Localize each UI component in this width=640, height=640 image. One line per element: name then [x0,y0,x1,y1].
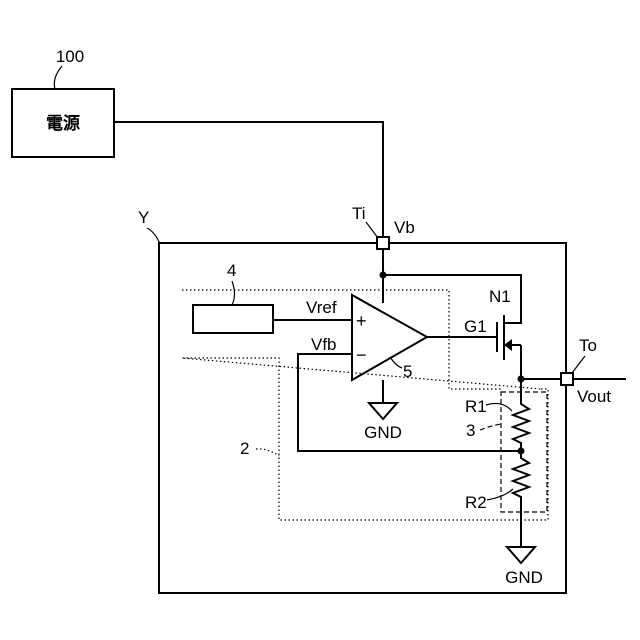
vref-label: Vref [306,298,337,317]
amplifier-leader [390,357,402,368]
reference-source-leader [232,281,235,305]
divider-ground-icon [507,547,535,563]
power-supply: 電源 100 [12,47,114,157]
resistor-r2: R2 [465,451,529,547]
vout-junction [518,376,525,383]
output-terminal-square [561,373,573,385]
output-terminal-name: To [579,336,597,355]
error-amplifier: + − 5 GND [352,295,427,442]
reference-source: 4 Vref [193,261,352,333]
r2-zigzag [513,451,529,547]
power-supply-label: 電源 [46,113,80,134]
r1-zigzag [513,398,529,451]
r2-leader [487,489,513,500]
r1-label: R1 [465,397,487,416]
power-supply-leader [54,66,62,89]
amp-ground-icon [369,403,397,419]
r1-leader [486,403,512,411]
supply-wire [114,122,383,238]
output-terminal: To Vout [561,336,626,406]
vb-junction [380,272,387,279]
gate-label: G1 [464,317,487,336]
device-ref: Y [138,208,149,227]
input-terminal-leader [366,222,378,238]
amplifier-plus: + [356,311,367,331]
vfb-label: Vfb [311,335,337,354]
control-block-ref: 2 [240,439,249,458]
divider-ground-label: GND [505,568,543,587]
reference-source-box [193,305,273,333]
r2-label: R2 [465,493,487,512]
amplifier-triangle [352,295,427,380]
divider-ground: GND [505,547,543,587]
input-terminal-name: Ti [352,204,366,223]
reference-source-ref: 4 [227,261,236,280]
transistor-arrow [504,339,512,351]
input-terminal-square [377,237,389,249]
amp-ground-label: GND [364,423,402,442]
output-node-label: Vout [577,387,611,406]
input-node-label: Vb [394,218,415,237]
transistor-name: N1 [489,287,511,306]
control-block-leader [256,449,279,456]
output-terminal-leader [572,356,585,373]
power-supply-ref: 100 [56,47,84,66]
divider-ref: 3 [466,421,475,440]
device-leader [147,228,160,244]
divider-leader [480,424,501,430]
amplifier-ref: 5 [403,362,412,381]
device-outline: Y [138,208,566,593]
amplifier-minus: − [356,345,367,365]
